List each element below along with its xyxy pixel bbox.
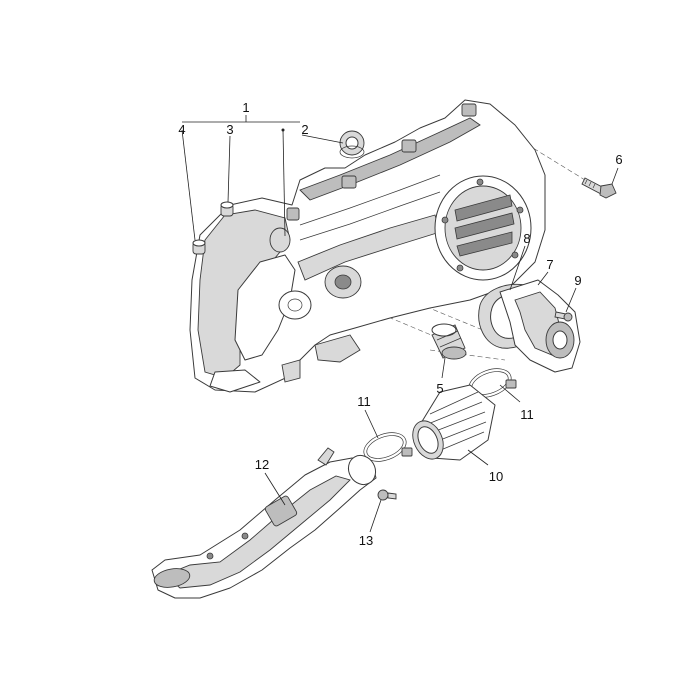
air-intake-elbow <box>499 279 581 373</box>
hose-clamp-left <box>363 432 413 462</box>
callout-12: 12 <box>255 457 269 472</box>
callout-8: 8 <box>523 231 530 246</box>
callout-9: 9 <box>574 273 581 288</box>
callout-5: 5 <box>436 381 443 396</box>
filter-insert <box>431 323 467 360</box>
callout-6: 6 <box>615 152 622 167</box>
screw-13 <box>377 489 397 501</box>
air-duct <box>151 447 377 599</box>
callout-4: 4 <box>178 122 185 137</box>
callout-11-right: 11 <box>520 407 534 422</box>
dowel-pin-3 <box>220 201 234 217</box>
bearing <box>339 130 365 159</box>
callout-2: 2 <box>301 122 308 137</box>
callout-10: 10 <box>489 469 503 484</box>
callout-labels: 1 2 3 4 5 6 7 8 9 10 11 11 12 13 <box>178 100 622 548</box>
callout-1: 1 <box>242 100 249 115</box>
screw-9 <box>554 311 573 322</box>
bellows-duct <box>412 384 496 461</box>
screw-6 <box>581 177 617 199</box>
callout-3: 3 <box>226 122 233 137</box>
transmission-cover <box>189 99 546 393</box>
callout-7: 7 <box>546 257 553 272</box>
dowel-pin-4 <box>192 239 206 255</box>
callout-11-left: 11 <box>357 394 371 409</box>
leader-lines <box>181 115 619 533</box>
callout-13: 13 <box>359 533 373 548</box>
